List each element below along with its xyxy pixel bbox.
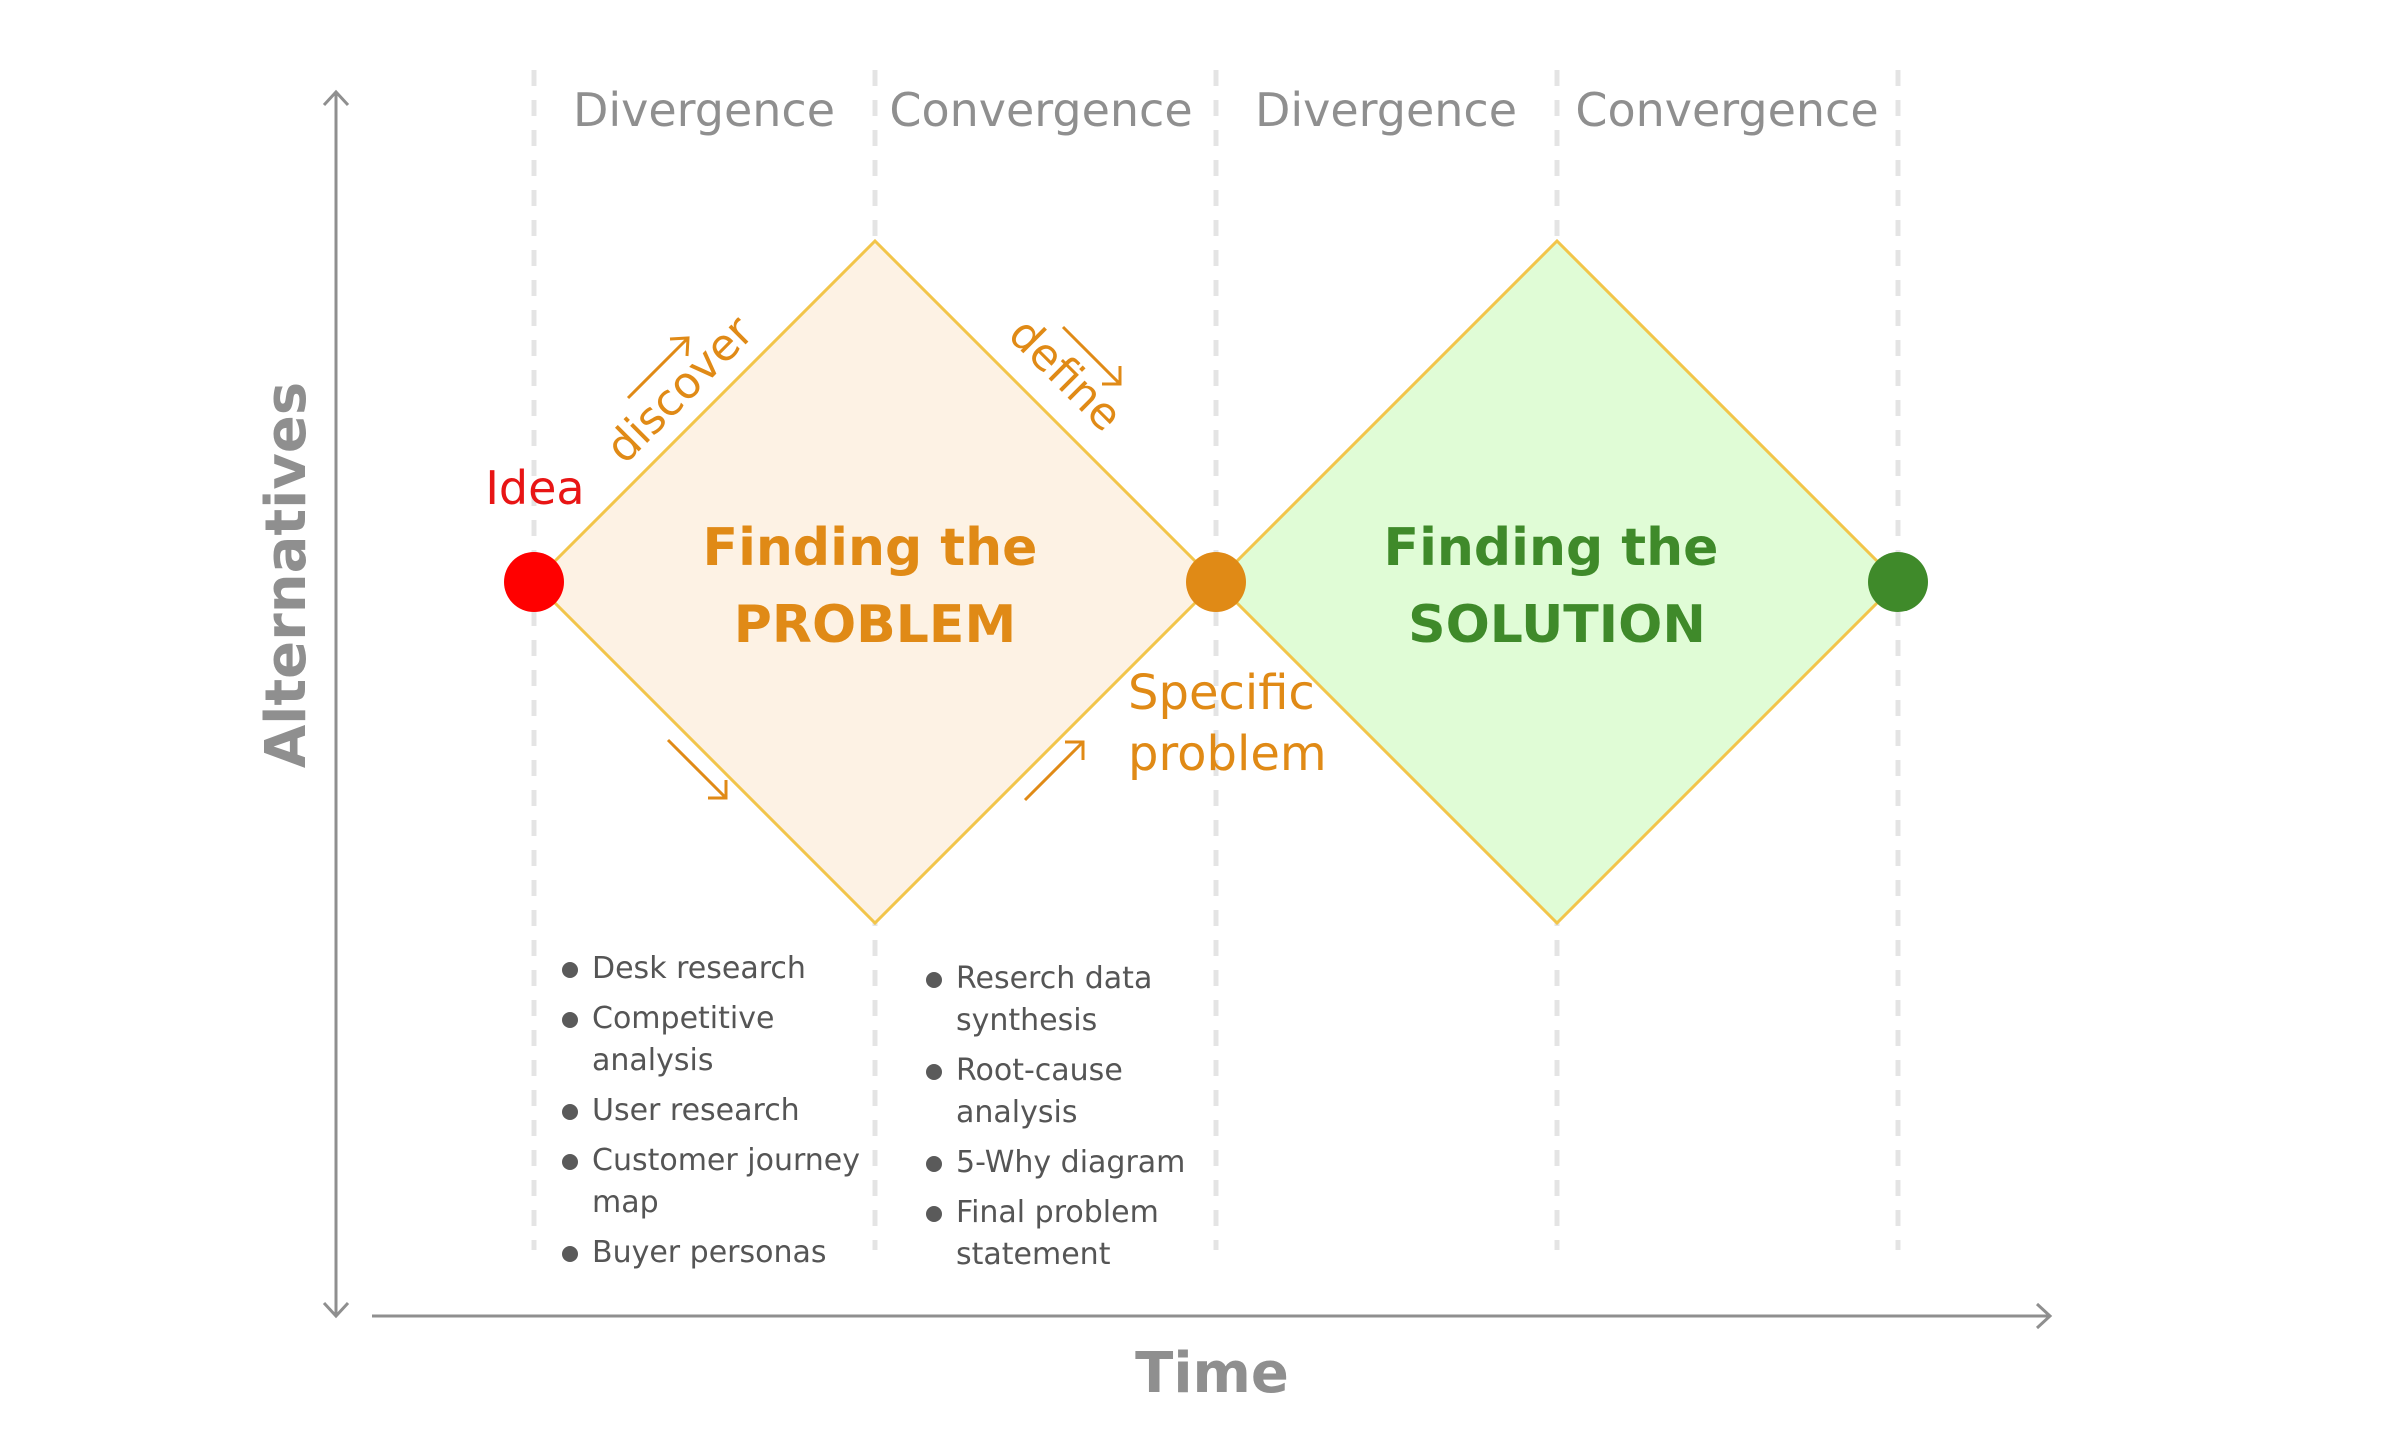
phase-label-3: Divergence [1255,83,1517,137]
solution-title-line1: Finding the [1384,518,1719,578]
specific-problem-node [1186,552,1246,612]
problem-title-line2: PROBLEM [734,595,1016,655]
phase-label-2: Convergence [889,83,1192,137]
solution-diamond [1213,238,1901,926]
define-method-item: Reserch data synthesis [926,958,1196,1042]
problem-title-line1: Finding the [703,518,1038,578]
discover-method-item: Competitive analysis [562,998,862,1082]
x-axis [372,1302,2053,1330]
y-axis-top-arrow-icon [322,89,350,107]
discover-method-item: Desk research [562,948,862,990]
phase-label-4: Convergence [1575,83,1878,137]
problem-diamond [531,238,1219,926]
discover-method-item: Buyer personas [562,1232,862,1274]
idea-label: Idea [485,461,584,515]
idea-node [504,552,564,612]
solution-node [1868,552,1928,612]
phase-label-1: Divergence [573,83,835,137]
define-arrow-icon [1061,325,1122,386]
lower-left-arrow-icon [666,738,728,800]
discover-arrow-icon [626,336,690,400]
discover-method-item: Customer journey map [562,1140,862,1224]
specific-problem-line1: Specific [1128,665,1315,721]
lower-right-arrow-icon [1023,740,1085,802]
direction-arrows [626,325,1122,802]
define-method-item: Final problem statement [926,1192,1196,1276]
y-axis [322,89,350,1319]
solution-title-line2: SOLUTION [1408,595,1706,655]
x-axis-label: Time [1135,1341,1289,1406]
specific-problem-line2: problem [1128,726,1327,782]
define-method-item: Root-cause analysis [926,1050,1196,1134]
y-axis-label: Alternatives [254,382,319,768]
y-axis-bottom-arrow-icon [322,1301,350,1319]
x-axis-arrow-icon [2035,1302,2053,1330]
discover-method-item: User research [562,1090,862,1132]
define-method-item: 5-Why diagram [926,1142,1196,1184]
